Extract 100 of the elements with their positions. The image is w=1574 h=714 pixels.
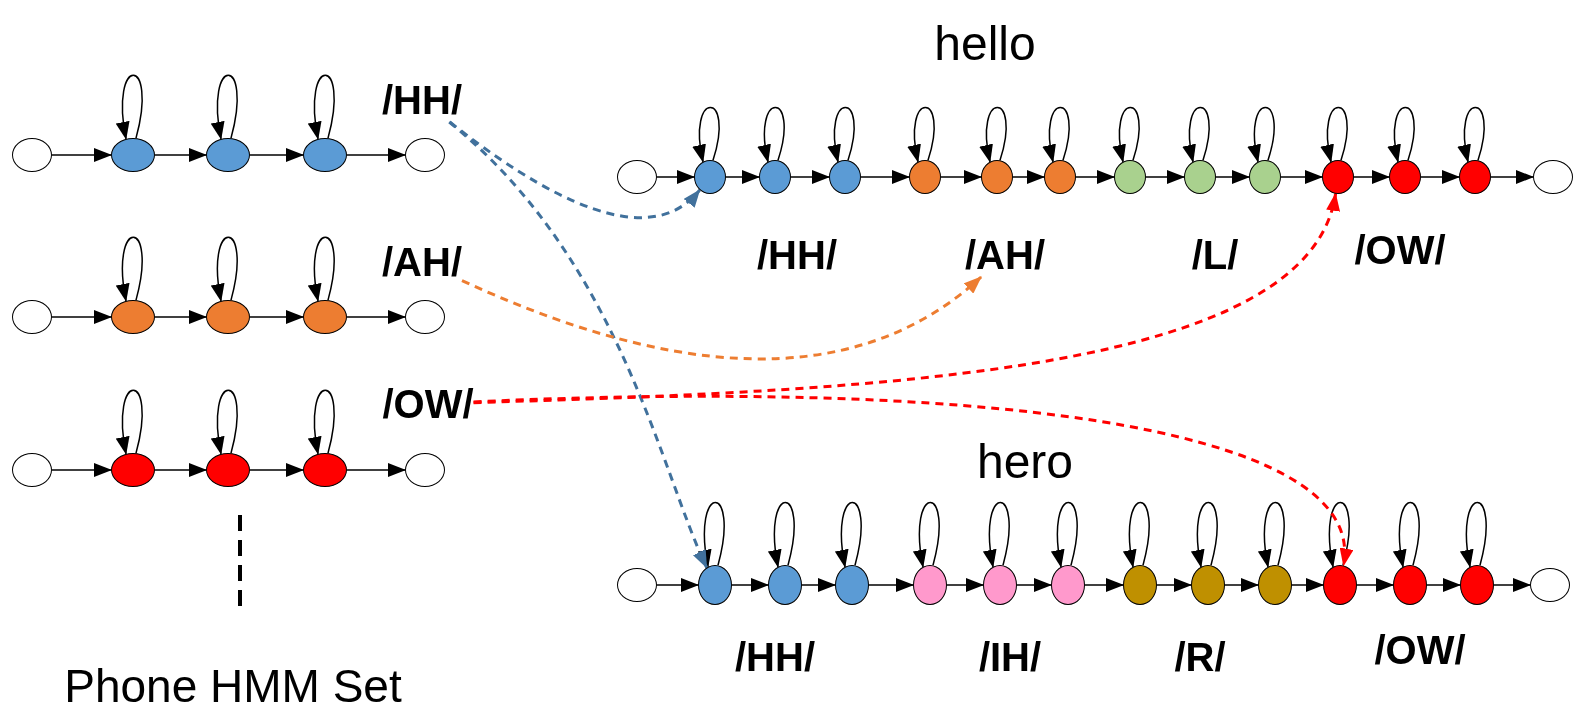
self-loop-arrow <box>1458 106 1485 163</box>
state-circle <box>1459 160 1491 194</box>
self-loop-arrow <box>1123 501 1150 568</box>
state-circle <box>111 453 155 487</box>
state-circle <box>405 138 445 172</box>
self-loop-arrow <box>116 74 143 140</box>
arrow <box>51 310 112 324</box>
state-circle <box>206 453 250 487</box>
dashed-arrow <box>473 394 1350 567</box>
arrow <box>1426 578 1461 592</box>
self-loop-arrow <box>211 74 238 140</box>
state-circle <box>1322 160 1354 194</box>
state-circle <box>759 160 791 194</box>
arrow <box>1420 170 1460 184</box>
word-title: hello <box>934 17 1036 71</box>
state-circle <box>768 565 802 605</box>
self-loop-arrow <box>308 389 335 455</box>
self-loop-arrow <box>768 501 795 568</box>
arrow <box>249 148 304 162</box>
arrow <box>1016 578 1052 592</box>
phoneme-label: /OW/ <box>1354 228 1446 272</box>
self-loop-arrow <box>211 236 238 302</box>
state-circle <box>1393 565 1427 605</box>
state-circle <box>1114 160 1146 194</box>
state-circle <box>835 565 869 605</box>
arrow <box>868 578 914 592</box>
phoneme-label: /IH/ <box>978 635 1042 679</box>
arrow <box>1012 170 1045 184</box>
arrow <box>1084 578 1124 592</box>
arrow <box>1291 578 1324 592</box>
state-circle <box>909 160 941 194</box>
arrow <box>51 463 112 477</box>
self-loop-arrow <box>1323 501 1350 568</box>
phoneme-label: /L/ <box>1191 233 1239 277</box>
state-circle <box>617 568 657 602</box>
arrow <box>154 463 207 477</box>
arrow <box>1156 578 1192 592</box>
state-circle <box>1530 568 1570 602</box>
state-circle <box>1460 565 1494 605</box>
self-loop-arrow <box>1258 501 1285 568</box>
dashed-arrow <box>448 120 701 219</box>
self-loop-arrow <box>308 236 335 302</box>
arrow <box>1215 170 1250 184</box>
state-circle <box>1044 160 1076 194</box>
arrow <box>346 310 406 324</box>
dashed-arrow <box>448 120 709 569</box>
state-circle <box>303 138 347 172</box>
self-loop-arrow <box>211 389 238 455</box>
self-loop-arrow <box>1460 501 1487 568</box>
phoneme-label: /R/ <box>1174 635 1226 679</box>
arrow <box>1356 578 1394 592</box>
arrow <box>725 170 760 184</box>
self-loop-arrow <box>983 501 1010 568</box>
self-loop-arrow <box>1388 106 1415 163</box>
arrow <box>346 148 406 162</box>
state-circle <box>405 300 445 334</box>
phoneme-label: /OW/ <box>1374 628 1466 672</box>
arrow <box>940 170 982 184</box>
word-title: hero <box>976 435 1074 489</box>
arrow <box>946 578 984 592</box>
state-circle <box>829 160 861 194</box>
self-loop-arrow <box>1321 106 1348 163</box>
arrow <box>249 310 304 324</box>
self-loop-arrow <box>1393 501 1420 568</box>
self-loop-arrow <box>116 389 143 455</box>
arrow <box>656 578 699 592</box>
self-loop-arrow <box>693 106 720 163</box>
self-loop-arrow <box>1113 106 1140 163</box>
self-loop-arrow <box>908 106 935 163</box>
arrow <box>1493 578 1531 592</box>
self-loop-arrow <box>835 501 862 568</box>
state-circle <box>617 160 657 194</box>
state-circle <box>111 300 155 334</box>
dashed-arrow <box>473 192 1337 405</box>
state-circle <box>694 160 726 194</box>
state-circle <box>983 565 1017 605</box>
state-circle <box>1051 565 1085 605</box>
arrow <box>154 148 207 162</box>
state-circle <box>1123 565 1157 605</box>
dashed-arrow <box>461 275 983 360</box>
self-loop-arrow <box>1183 106 1210 163</box>
arrow <box>1075 170 1115 184</box>
arrow <box>1145 170 1185 184</box>
phoneme-label: /HH/ <box>382 78 462 122</box>
state-circle <box>206 138 250 172</box>
state-circle <box>1258 565 1292 605</box>
arrow <box>1224 578 1259 592</box>
state-circle <box>12 300 52 334</box>
state-circle <box>1184 160 1216 194</box>
state-circle <box>1191 565 1225 605</box>
arrow <box>1353 170 1390 184</box>
arrow <box>860 170 910 184</box>
caption: Phone HMM Set <box>64 660 402 712</box>
state-circle <box>1249 160 1281 194</box>
self-loop-arrow <box>1043 106 1070 163</box>
arrow <box>1280 170 1323 184</box>
state-circle <box>303 300 347 334</box>
phoneme-label: /OW/ <box>382 382 474 426</box>
phoneme-label: /AH/ <box>965 233 1045 277</box>
state-circle <box>981 160 1013 194</box>
